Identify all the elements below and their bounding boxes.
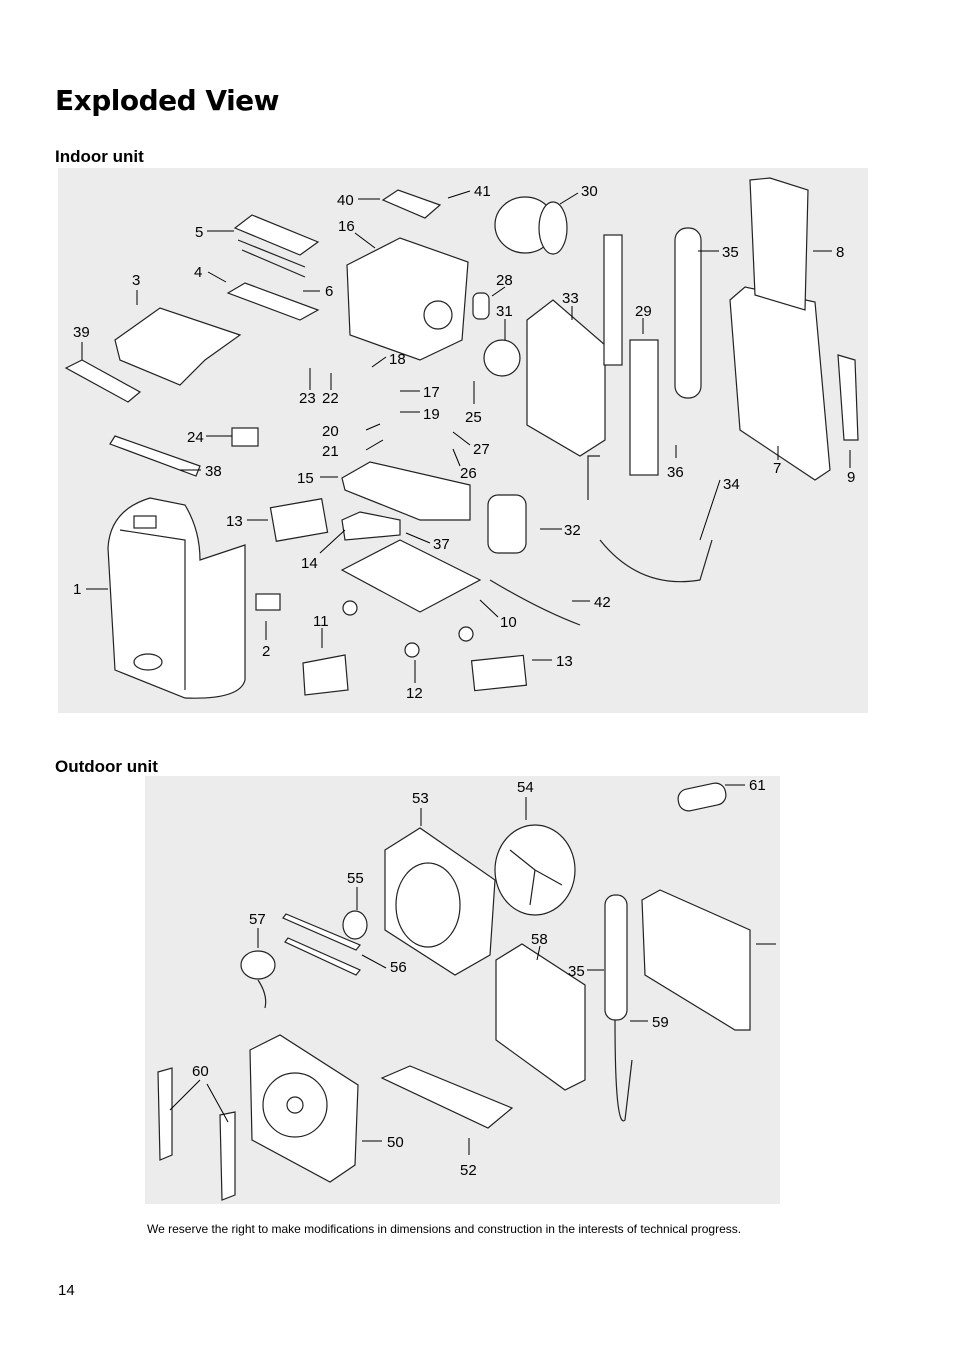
part-label: 25 [465,409,482,426]
part-label: 18 [389,351,406,368]
part-label: 58 [531,931,548,948]
part-label: 5 [195,224,203,241]
part-label: 59 [652,1014,669,1031]
part-label: 7 [773,460,781,477]
indoor-unit-diagram: 1 2 3 4 5 6 7 8 9 10 11 12 13 13 14 15 1… [58,168,868,713]
part-label: 29 [635,303,652,320]
part-label: 55 [347,870,364,887]
part-label: 10 [500,614,517,631]
part-label: 52 [460,1162,477,1179]
part-label: 42 [594,594,611,611]
footnote: We reserve the right to make modificatio… [147,1222,742,1236]
part-label: 36 [667,464,684,481]
part-label: 54 [517,779,534,796]
part-label: 56 [390,959,407,976]
part-label: 14 [301,555,318,572]
part-label: 33 [562,290,579,307]
part-label: 20 [322,423,339,440]
part-label: 2 [262,643,270,660]
indoor-unit-heading: Indoor unit [55,147,144,166]
part-label: 15 [297,470,314,487]
part-label: 35 [722,244,739,261]
outdoor-unit-diagram: 35 50 51 52 53 54 55 56 57 58 59 60 61 [145,776,780,1204]
part-label: 4 [194,264,202,281]
part-label: 13 [556,653,573,670]
part-label: 6 [325,283,333,300]
part-label: 1 [73,581,81,598]
part-label: 9 [847,469,855,486]
part-label: 28 [496,272,513,289]
part-label: 27 [473,441,490,458]
part-label: 16 [338,218,355,235]
part-label: 11 [313,613,329,630]
part-label: 30 [581,183,598,200]
part-label: 22 [322,390,339,407]
part-label: 41 [474,183,491,200]
part-label: 31 [496,303,513,320]
part-label: 34 [723,476,740,493]
part-label: 21 [322,443,339,460]
part-label: 37 [433,536,450,553]
page-number: 14 [58,1282,75,1299]
part-label: 38 [205,463,222,480]
part-label: 23 [299,390,316,407]
page-title: Exploded View [55,84,280,117]
part-label: 40 [337,192,354,209]
part-label: 26 [460,465,477,482]
part-label: 50 [387,1134,404,1151]
part-label: 24 [187,429,204,446]
part-label: 61 [749,777,766,794]
part-label: 13 [226,513,243,530]
part-label: 57 [249,911,266,928]
part-label: 60 [192,1063,209,1080]
part-label: 19 [423,406,440,423]
part-label: 35 [568,963,585,980]
part-label: 3 [132,272,140,289]
part-label: 17 [423,384,440,401]
outdoor-unit-heading: Outdoor unit [55,757,158,776]
part-label: 39 [73,324,90,341]
part-label: 12 [406,685,423,702]
part-label: 8 [836,244,844,261]
part-label: 32 [564,522,581,539]
part-label: 53 [412,790,429,807]
